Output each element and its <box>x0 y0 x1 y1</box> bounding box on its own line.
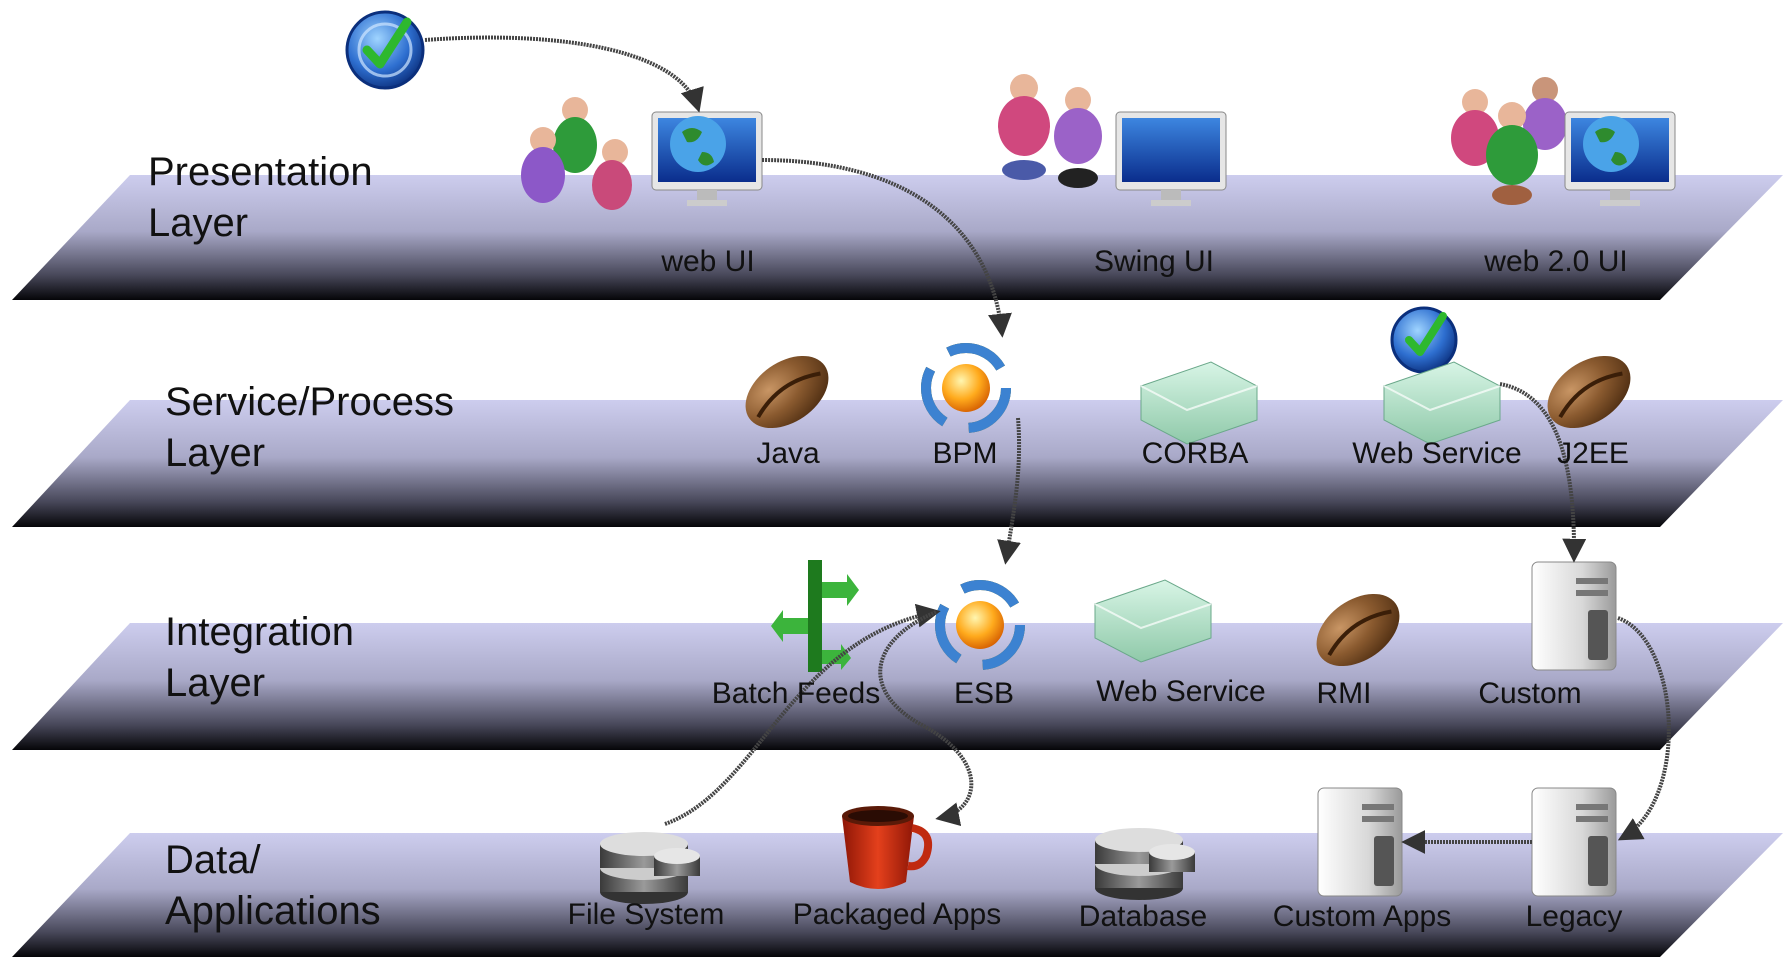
component-label-packaged-apps: Packaged Apps <box>793 898 1002 931</box>
flow-arrows <box>424 35 1671 854</box>
presentation-layer-title: Presentation Layer <box>148 150 384 245</box>
coffee-bean-icon <box>745 355 829 429</box>
users-group-icon <box>521 97 632 210</box>
component-label-esb: ESB <box>954 677 1014 710</box>
component-label-custom-apps: Custom Apps <box>1273 900 1451 933</box>
component-label-web-service: Web Service <box>1096 675 1266 708</box>
checkmark-badge-icon <box>345 10 425 90</box>
coffee-bean-icon <box>1547 355 1631 429</box>
data-layer-title: Data/ Applications <box>165 838 381 933</box>
component-label-batch-feeds: Batch Feeds <box>712 677 880 710</box>
coffee-cup-icon <box>842 806 933 889</box>
server-icon <box>1531 787 1617 897</box>
service-layer-plate <box>12 400 1783 527</box>
component-label-java: Java <box>756 437 820 470</box>
service-box-icon <box>1094 579 1212 663</box>
process-cycle-icon <box>921 343 1011 433</box>
globe-monitor-icon <box>651 111 763 206</box>
component-label-web-service: Web Service <box>1352 437 1522 470</box>
service-box-icon <box>1383 361 1501 445</box>
component-label-rmi: RMI <box>1317 677 1372 710</box>
component-label-legacy: Legacy <box>1526 900 1623 933</box>
database-icon <box>1095 828 1195 900</box>
presentation-layer-plate <box>12 175 1783 300</box>
flow-arrow <box>1499 382 1587 563</box>
flow-arrow <box>1617 616 1671 841</box>
component-label-corba: CORBA <box>1142 437 1249 470</box>
users-group-icon <box>1451 77 1567 205</box>
monitor-icon <box>1115 111 1227 206</box>
component-label-web20-ui: web 2.0 UI <box>1483 245 1627 278</box>
service-layer-title: Service/Process Layer <box>165 380 465 475</box>
component-label-j2ee: J2EE <box>1557 437 1629 470</box>
server-icon <box>1531 561 1617 671</box>
flow-arrow <box>761 158 1012 338</box>
coffee-bean-icon <box>1316 593 1400 667</box>
component-label-file-system: File System <box>568 898 725 931</box>
component-label-web-ui: web UI <box>660 245 754 278</box>
server-icon <box>1317 787 1403 897</box>
globe-monitor-icon <box>1564 111 1676 206</box>
integration-layer-title: Integration Layer <box>165 610 365 705</box>
component-label-bpm: BPM <box>932 437 997 470</box>
flow-arrow <box>424 35 704 113</box>
flow-arrow <box>997 417 1022 565</box>
users-group-icon <box>998 74 1102 188</box>
checkmark-badge-icon <box>1390 306 1458 374</box>
component-label-swing-ui: Swing UI <box>1094 245 1214 278</box>
component-label-custom: Custom <box>1478 677 1581 710</box>
service-box-icon <box>1140 361 1258 445</box>
flow-arrow <box>878 610 974 826</box>
flow-arrow <box>664 603 941 826</box>
batch-feed-icon <box>771 560 859 672</box>
disk-stack-icon <box>600 832 700 904</box>
component-label-database: Database <box>1079 900 1207 933</box>
